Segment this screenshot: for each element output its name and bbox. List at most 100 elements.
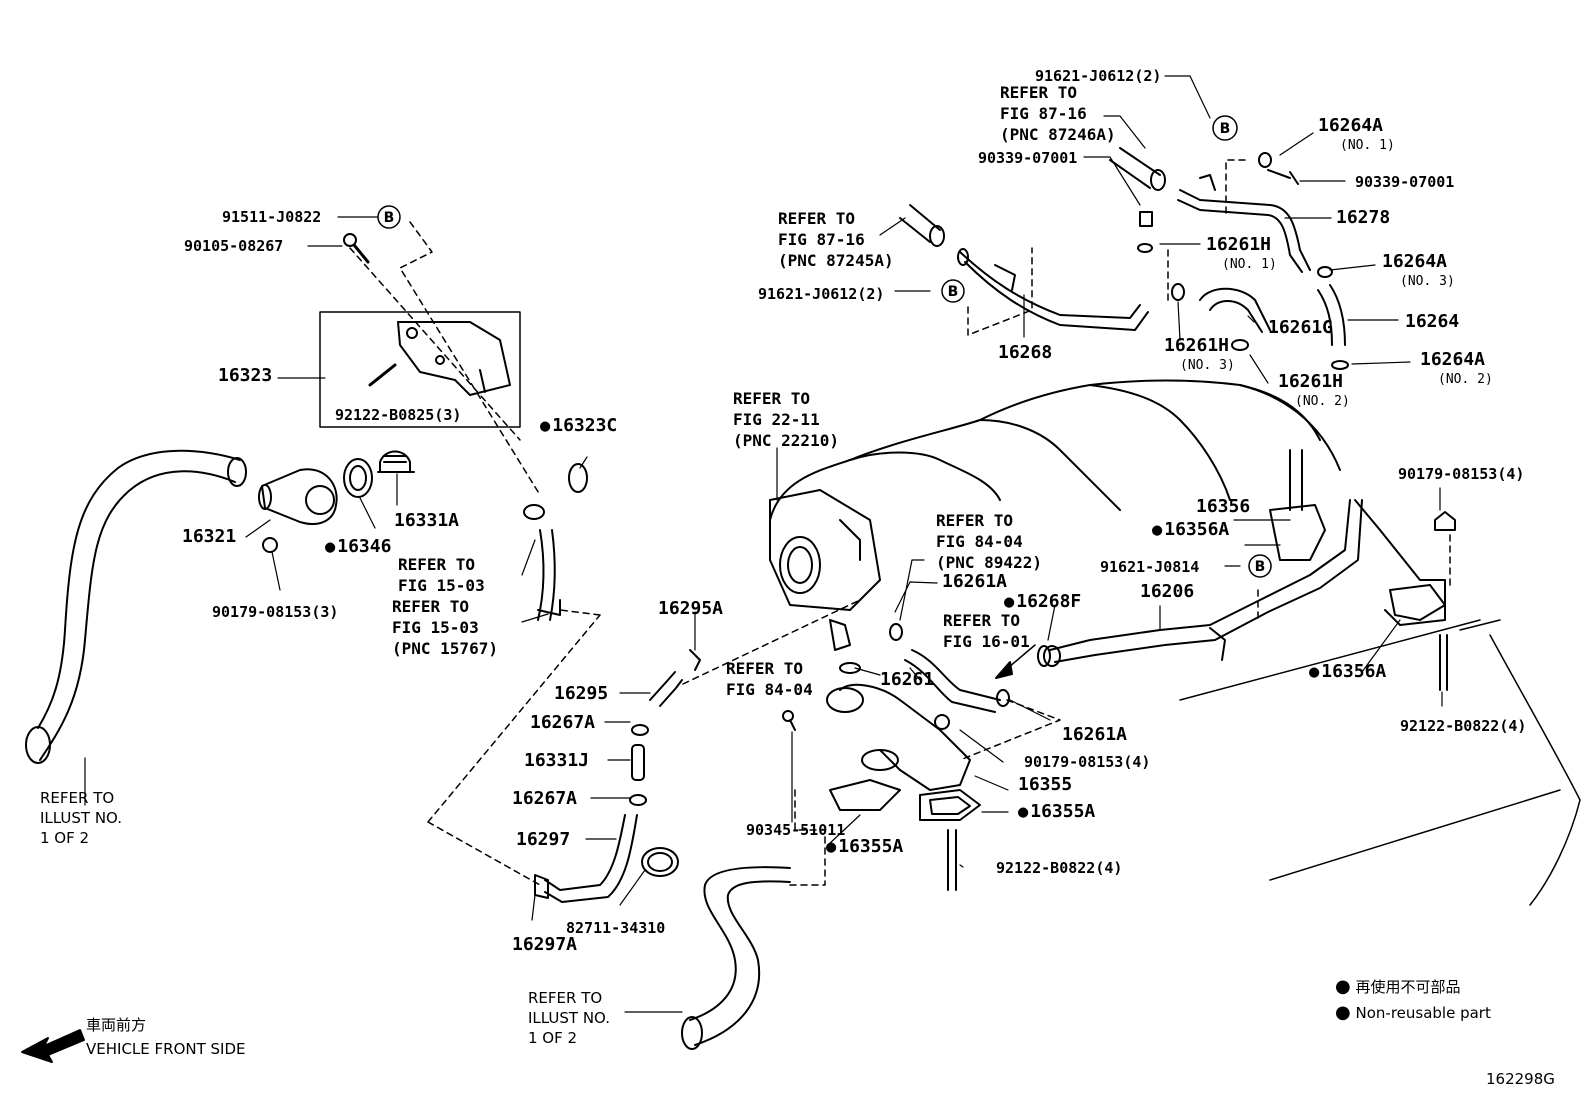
hose-16261 <box>889 623 1010 713</box>
part-16261H-no1: 16261H <box>1206 234 1272 255</box>
water-outlet-16355 <box>782 683 971 811</box>
legend-row-jp: ● 再使用不可部品 <box>1335 974 1491 1000</box>
hose-16268 <box>957 248 1149 331</box>
part-16261H-no3-note: (NO. 3) <box>1180 358 1235 373</box>
vehicle-front-en: VEHICLE FRONT SIDE <box>86 1040 246 1058</box>
part-16297: 16297 <box>516 829 571 850</box>
clamp-82711 <box>641 847 679 877</box>
sensor-89422 <box>829 619 861 674</box>
hose-16295 <box>649 649 701 707</box>
o-ring-16323C <box>568 463 588 493</box>
circle-b-label-3: B <box>948 284 959 300</box>
stud-92122-lower <box>947 829 957 891</box>
refer-fig-87-16-a: REFER TO FIG 87-16 (PNC 87246A) <box>1000 83 1116 144</box>
part-16356A-top: 16356A <box>1152 520 1229 540</box>
vehicle-front-arrow-icon <box>21 1029 85 1063</box>
part-16297A: 16297A <box>512 934 578 955</box>
part-91621-j0612-top: 91621-J0612(2) <box>1035 67 1162 85</box>
part-16268F: 16268F <box>1004 592 1081 612</box>
assembly-box-16323 <box>319 311 521 428</box>
part-16261H-no2: 16261H <box>1278 371 1344 392</box>
gasket-16355A <box>919 789 981 821</box>
part-16331A: 16331A <box>394 510 460 531</box>
part-16261A-top: 16261A <box>942 571 1008 592</box>
part-16264A-no2-note: (NO. 2) <box>1438 372 1493 387</box>
hose-16264 <box>1317 284 1346 346</box>
gasket-16346 <box>343 458 373 498</box>
circle-b-label-4: B <box>1255 559 1266 575</box>
refer-fig-15-03-a: REFER TO FIG 15-03 <box>398 555 485 595</box>
part-91621-j0814: 91621-J0814 <box>1100 558 1200 576</box>
clips-16261H <box>1137 152 1349 370</box>
water-outlet-16356 <box>1269 449 1446 626</box>
part-16356: 16356 <box>1196 496 1251 517</box>
part-90339-right: 90339-07001 <box>1355 173 1455 191</box>
water-outlet-16323 <box>368 321 511 396</box>
legend-bullet-icon-2: ● <box>1335 1002 1351 1023</box>
refer-fig-15-03-b: REFER TO FIG 15-03 (PNC 15767) <box>392 597 498 658</box>
stud-92122-right <box>1439 634 1448 691</box>
legend-row-en: ● Non-reusable part <box>1335 1000 1491 1026</box>
leader-lines <box>84 75 1443 1013</box>
thermostat-16331A <box>377 450 415 473</box>
part-92122-b0825: 92122-B0825(3) <box>335 406 462 424</box>
bypass-hose <box>523 504 561 621</box>
part-16264A-no1: 16264A <box>1318 115 1384 136</box>
part-16321: 16321 <box>182 526 237 547</box>
part-16261G: 16261G <box>1268 317 1334 338</box>
part-16278: 16278 <box>1336 207 1391 228</box>
part-16323C: 16323C <box>540 416 617 436</box>
refer-fig-84-04-b: REFER TO FIG 84-04 <box>726 659 813 699</box>
dashed-leaders <box>349 159 1451 886</box>
circle-b-markers: B B B B <box>377 115 1272 578</box>
legend: ● 再使用不可部品 ● Non-reusable part <box>1335 974 1491 1026</box>
part-91511: 91511-J0822 <box>222 208 322 226</box>
refer-fig-87-16-b: REFER TO FIG 87-16 (PNC 87245A) <box>778 209 894 270</box>
part-16355: 16355 <box>1018 774 1073 795</box>
hose-87245A <box>899 204 945 247</box>
refer-fig-84-04-a: REFER TO FIG 84-04 (PNC 89422) <box>936 511 1042 572</box>
part-16264A-no2: 16264A <box>1420 349 1486 370</box>
part-16331J: 16331J <box>524 750 590 771</box>
part-16264A-no3: 16264A <box>1382 251 1448 272</box>
legend-jp: 再使用不可部品 <box>1355 978 1461 996</box>
refer-fig-16-01: REFER TO FIG 16-01 <box>943 611 1030 651</box>
part-16264A-no3-note: (NO. 3) <box>1400 274 1455 289</box>
part-90339-left: 90339-07001 <box>978 149 1078 167</box>
part-91621-j0612-mid: 91621-J0612(2) <box>758 285 885 303</box>
part-16261H-no1-note: (NO. 1) <box>1222 257 1277 272</box>
refer-illust-2: REFER TO ILLUST NO. 1 OF 2 <box>528 989 611 1047</box>
part-16346: 16346 <box>325 537 391 557</box>
engine-block-outline <box>1179 619 1581 906</box>
part-16267A-bottom: 16267A <box>512 788 578 809</box>
vehicle-front-jp: 車両前方 <box>86 1016 147 1034</box>
throttle-body <box>769 489 881 611</box>
water-inlet-16321 <box>258 468 338 553</box>
part-90105: 90105-08267 <box>184 237 284 255</box>
part-90345: 90345-51011 <box>746 821 846 839</box>
part-16206: 16206 <box>1140 581 1195 602</box>
intake-manifold <box>769 379 1341 521</box>
part-16356A-bottom: 16356A <box>1309 662 1386 682</box>
union-16331J <box>629 724 649 806</box>
legend-en: Non-reusable part <box>1355 1004 1491 1022</box>
legend-bullet-icon: ● <box>1335 976 1351 997</box>
radiator-hose-upper <box>25 449 247 764</box>
part-16355A-left: 16355A <box>826 837 903 857</box>
part-16295A: 16295A <box>658 598 724 619</box>
part-92122-b0822-lower: 92122-B0822(4) <box>996 859 1123 877</box>
hose-16297 <box>534 814 638 903</box>
part-90179-3: 90179-08153(3) <box>212 603 339 621</box>
refer-illust-1: REFER TO ILLUST NO. 1 OF 2 <box>40 789 123 847</box>
pipe-16278 <box>1177 174 1311 273</box>
hose-16261G <box>1199 287 1271 333</box>
hose-87246A <box>1109 147 1166 191</box>
part-16261A-bottom: 16261A <box>1062 724 1128 745</box>
part-16323: 16323 <box>218 365 273 386</box>
part-16267A-top: 16267A <box>530 712 596 733</box>
part-90179-4-mid: 90179-08153(4) <box>1024 753 1151 771</box>
part-16261H-no2-note: (NO. 2) <box>1295 394 1350 409</box>
part-16295: 16295 <box>554 683 609 704</box>
part-16264A-no1-note: (NO. 1) <box>1340 138 1395 153</box>
